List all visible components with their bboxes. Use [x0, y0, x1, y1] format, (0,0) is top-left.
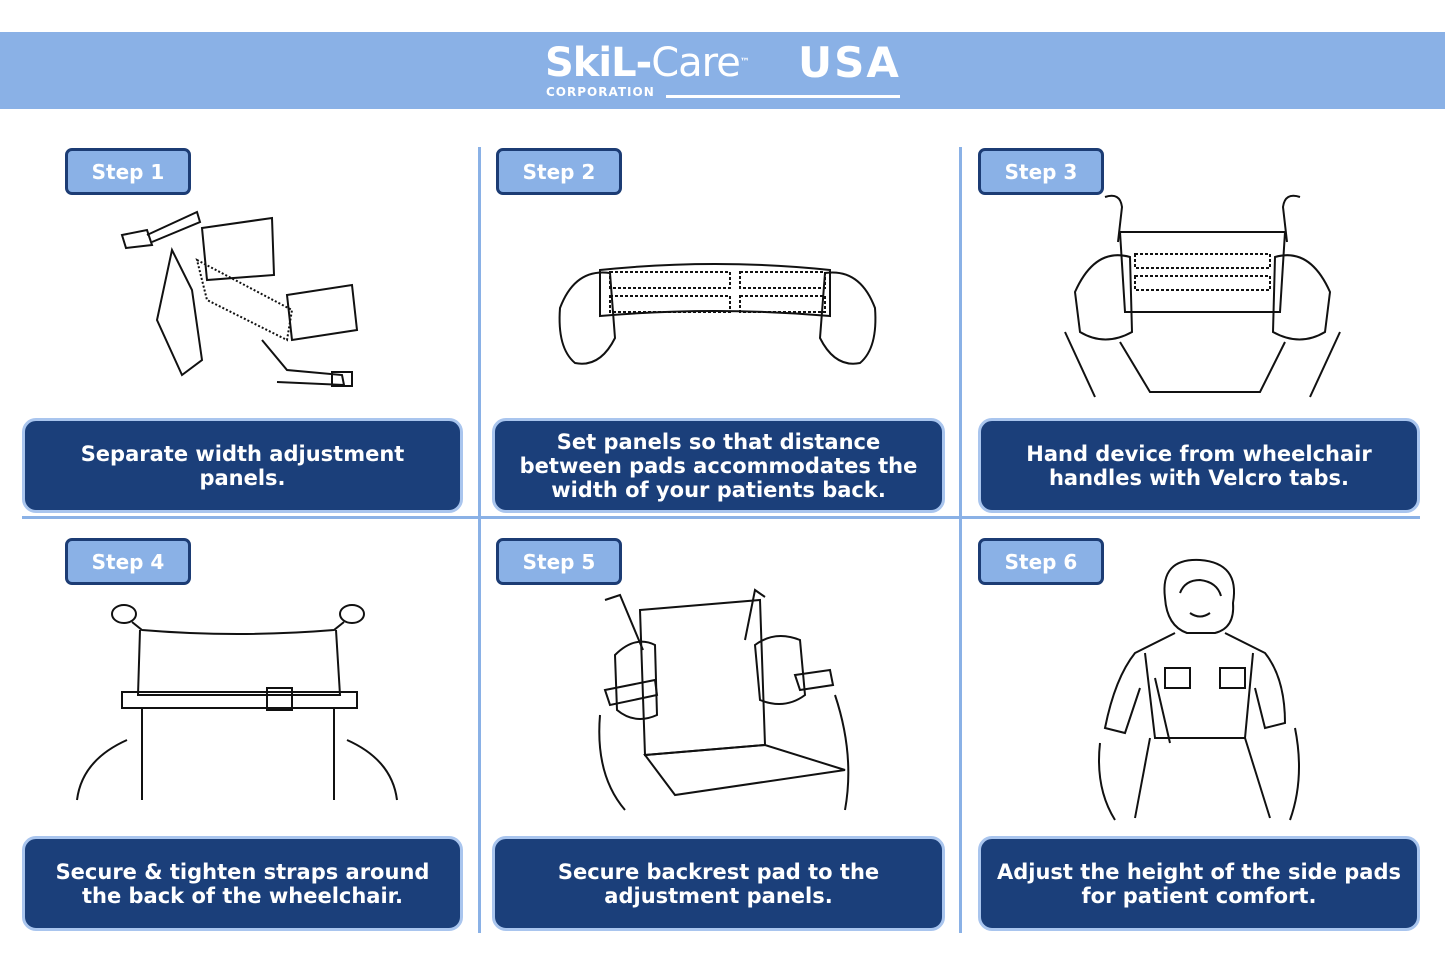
brand-name: SkiL-Care™ [545, 40, 750, 86]
step-4-illustration [72, 600, 402, 805]
step-5-caption: Secure backrest pad to the adjustment pa… [492, 836, 945, 931]
step-4-badge: Step 4 [65, 538, 191, 585]
brand-rule [666, 95, 900, 98]
step-1-illustration [112, 200, 362, 410]
step-6-illustration [1095, 558, 1305, 823]
step-4-caption: Secure & tighten straps around the back … [22, 836, 463, 931]
step-5-illustration [595, 585, 860, 820]
step-3-caption: Hand device from wheelchair handles with… [978, 418, 1420, 513]
step-5-badge: Step 5 [496, 538, 622, 585]
step-6-caption: Adjust the height of the side pads for p… [978, 836, 1420, 931]
step-6-badge: Step 6 [978, 538, 1104, 585]
grid-divider-horizontal [22, 516, 1420, 519]
grid-divider-vertical-1 [478, 147, 481, 933]
step-1-caption: Separate width adjustment panels. [22, 418, 463, 513]
step-2-illustration [555, 258, 880, 373]
step-1-badge: Step 1 [65, 148, 191, 195]
header-banner: SkiL-Care™ USA CORPORATION [0, 32, 1445, 109]
step-3-illustration [1060, 192, 1345, 402]
step-3-badge: Step 3 [978, 148, 1104, 195]
step-2-badge: Step 2 [496, 148, 622, 195]
grid-divider-vertical-2 [959, 147, 962, 933]
brand-subtitle: CORPORATION [546, 85, 655, 99]
step-2-caption: Set panels so that distance between pads… [492, 418, 945, 513]
brand-logo: SkiL-Care™ USA CORPORATION [540, 38, 905, 102]
brand-country: USA [798, 38, 901, 87]
